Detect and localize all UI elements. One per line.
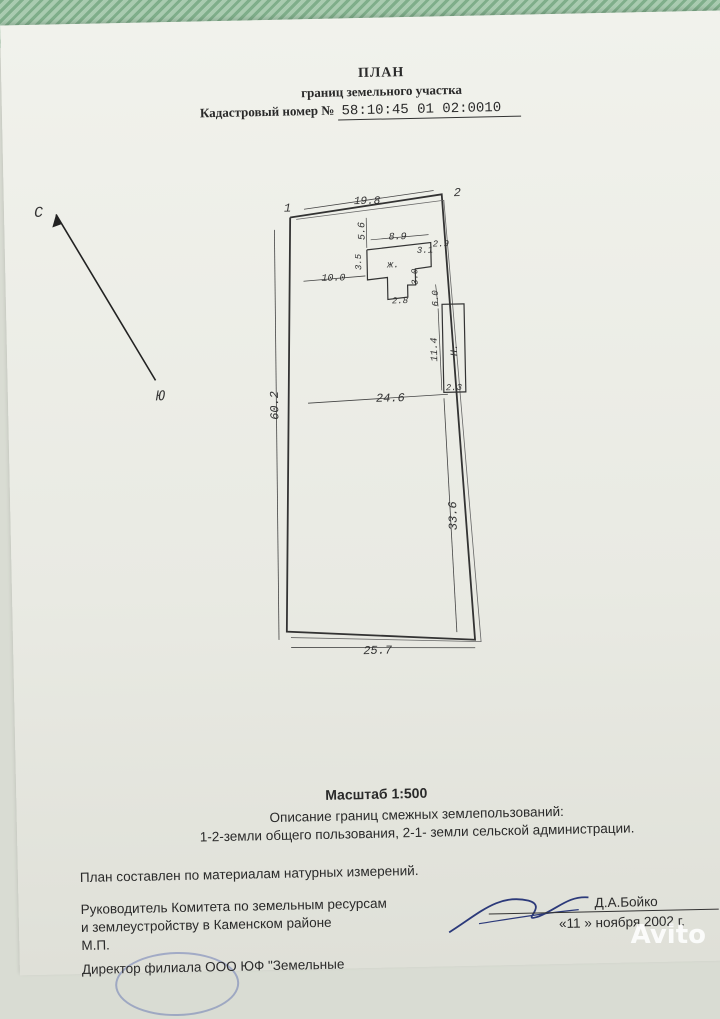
signature-scribble — [448, 896, 589, 934]
dim-middle-width: 24.6 — [376, 391, 405, 406]
committee-line-1: Руководитель Комитета по земельным ресур… — [80, 895, 387, 918]
dim-outbuilding-width: 2.3 — [446, 383, 463, 393]
committee-line-2: и землеустройству в Каменском районе — [80, 914, 332, 936]
compass-south: Ю — [155, 388, 166, 405]
dim-house-left: 3.5 — [354, 253, 364, 270]
compass-arrow-line — [55, 213, 157, 381]
dim-line-middle — [308, 393, 448, 404]
dim-right-lower: 33.6 — [446, 501, 461, 530]
document-sheet: ПЛАН границ земельного участка Кадастров… — [0, 10, 720, 1018]
dim-line-outbuilding-length — [437, 308, 443, 391]
seal-placeholder: М.П. — [81, 937, 110, 954]
dim-line-top — [303, 190, 434, 210]
dim-house-right-gap: 2.9 — [433, 239, 450, 249]
compass-north: С — [34, 205, 43, 222]
dim-house-bottom: 2.8 — [392, 296, 409, 306]
dim-house-offset: 5.6 — [357, 222, 368, 240]
dim-left: 60.2 — [268, 391, 283, 420]
outbuilding-outline — [441, 303, 467, 393]
dim-line-offset-left — [303, 275, 366, 282]
dim-bottom: 25.7 — [363, 643, 393, 658]
dim-house-step: 3.1 — [417, 246, 433, 256]
dim-top: 19.8 — [354, 196, 381, 209]
land-plot-drawing: С Ю 1 2 19.8 60.2 25.7 ж. 8.9 5.6 3.5 3.… — [34, 186, 482, 658]
dim-outbuilding-gap: 6.0 — [431, 290, 441, 307]
dim-line-house-width — [370, 234, 429, 241]
compass-arrow-head — [52, 214, 62, 228]
outbuilding-label: Н. — [450, 344, 461, 356]
point-1-label: 1 — [284, 201, 291, 215]
dim-line-bottom — [291, 647, 476, 649]
house-outline — [366, 241, 432, 301]
house-label: ж. — [386, 260, 399, 271]
dim-line-outbuilding-gap — [435, 284, 439, 307]
compiled-note: План составлен по материалам натурных из… — [79, 862, 419, 886]
dim-house-notch: 3.0 — [410, 268, 420, 285]
dim-outbuilding-length: 11.4 — [430, 337, 442, 361]
plot-boundary — [285, 193, 477, 641]
dim-offset-left: 10.0 — [321, 273, 345, 285]
signer-name: Д.А.Бойко — [594, 893, 658, 911]
dim-line-left — [274, 229, 280, 640]
dim-house-width: 8.9 — [388, 232, 406, 243]
point-2-label: 2 — [454, 186, 461, 200]
plot-boundary-inner — [290, 199, 482, 643]
avito-watermark: Avito — [630, 920, 706, 950]
dim-line-right-lower — [443, 398, 458, 633]
dim-line-house-offset — [365, 217, 368, 248]
